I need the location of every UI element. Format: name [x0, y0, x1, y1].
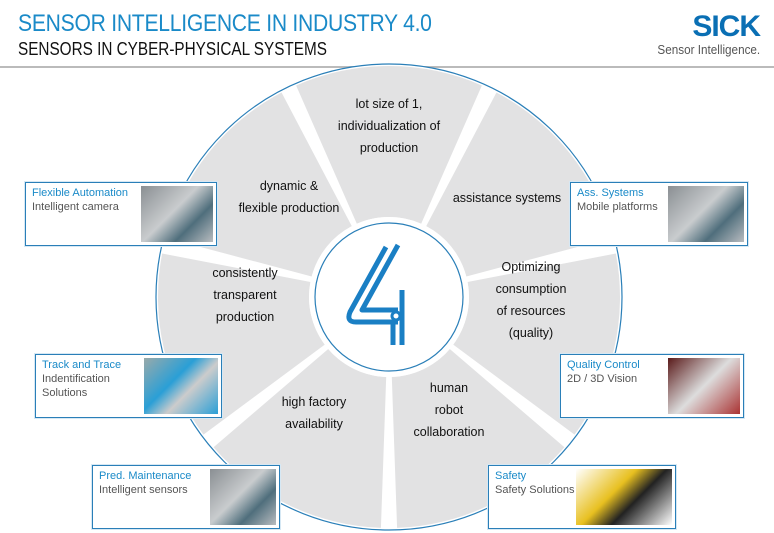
- segment-text: individualization of: [337, 119, 441, 133]
- segment-text: lot size of 1,: [355, 97, 423, 111]
- card-title: Pred. Maintenance: [99, 470, 192, 482]
- segment-text: of resources: [496, 304, 566, 318]
- segment-label-transparent-production: consistently transparent production: [212, 262, 277, 328]
- segment-text: robot: [434, 403, 464, 417]
- segment-label-lot-size: lot size of 1, individualization of produc…: [338, 93, 440, 159]
- segment-text: (quality): [508, 326, 554, 340]
- card-text: Intelligent sensors: [99, 484, 188, 496]
- center-circle: [314, 222, 464, 372]
- segment-assistance-systems: [426, 92, 613, 277]
- segment-label-human-robot: human robot collaboration: [414, 377, 485, 443]
- segment-label-optimizing-resources: Optimizing consumption of resources (qualit…: [496, 256, 567, 344]
- page-title: SENSOR INTELLIGENCE IN INDUSTRY 4.0: [18, 10, 432, 37]
- segment-lot-size: [296, 66, 482, 224]
- segment-text: assistance systems: [452, 191, 562, 205]
- page-subtitle: SENSORS IN CYBER-PHYSICAL SYSTEMS: [18, 39, 327, 59]
- sick-logo: SICK Sensor Intelligence.: [646, 10, 761, 58]
- card-quality-control: Quality Control 2D / 3D Vision: [560, 354, 744, 418]
- segment-text: flexible production: [238, 201, 340, 215]
- segment-text: consumption: [495, 282, 567, 296]
- segment-text: production: [215, 310, 275, 324]
- sensor-photo: [210, 469, 276, 525]
- card-text: Mobile platforms: [577, 201, 658, 213]
- mobile-platform-photo: [668, 186, 744, 242]
- card-text: Solutions: [42, 387, 88, 399]
- segment-text: consistently: [212, 266, 278, 280]
- segment-text: Optimizing: [501, 260, 561, 274]
- safety-products-photo: [576, 469, 672, 525]
- identification-photo: [144, 358, 218, 414]
- card-text: 2D / 3D Vision: [567, 373, 638, 385]
- segment-text: availability: [285, 417, 343, 431]
- segment-label-high-availability: high factory availability: [282, 391, 347, 435]
- card-title: Track and Trace: [42, 359, 122, 371]
- segment-text: collaboration: [413, 425, 485, 439]
- segment-label-flexible-production: dynamic & flexible production: [239, 175, 340, 219]
- card-text: Intelligent camera: [32, 201, 119, 213]
- card-title: Safety: [495, 470, 527, 482]
- logo-tagline: Sensor Intelligence.: [657, 42, 760, 57]
- logo-wordmark: SICK: [692, 10, 761, 43]
- segment-text: transparent: [213, 288, 277, 302]
- card-text: Indentification: [42, 373, 110, 385]
- segment-text: high factory: [281, 395, 347, 409]
- segment-text: dynamic &: [259, 179, 319, 193]
- camera-photo: [141, 186, 213, 242]
- card-title: Quality Control: [567, 359, 640, 371]
- segment-label-assistance-systems: assistance systems: [453, 187, 561, 209]
- segment-text: production: [359, 141, 419, 155]
- card-text: Safety Solutions: [495, 484, 575, 496]
- vision-photo: [668, 358, 740, 414]
- industry-4-icon: [346, 243, 405, 345]
- segment-text: human: [429, 381, 469, 395]
- card-title: Flexible Automation: [32, 187, 128, 199]
- card-title: Ass. Systems: [577, 187, 644, 199]
